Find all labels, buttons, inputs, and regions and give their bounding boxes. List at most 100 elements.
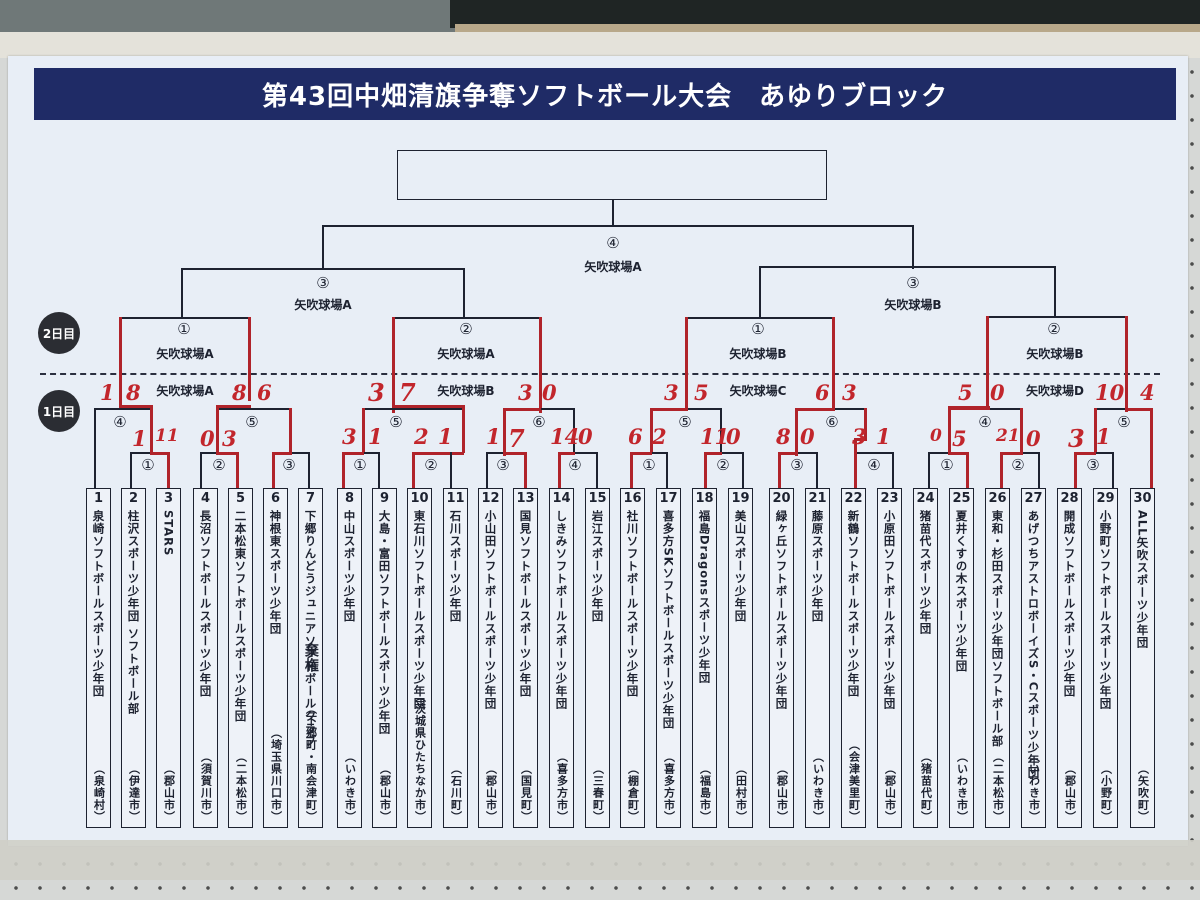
day2-game2-venue: 矢吹球場A bbox=[437, 347, 495, 361]
team-city: （棚倉町） bbox=[626, 763, 640, 823]
score: 6 bbox=[815, 380, 830, 405]
team-city: （福島市） bbox=[698, 763, 712, 823]
game-c5: ⑤ bbox=[678, 413, 692, 431]
team-name: しきみソフトボールスポーツ少年団 bbox=[554, 510, 569, 710]
team-city: （国見町） bbox=[519, 763, 533, 823]
score: 14 bbox=[550, 424, 580, 449]
final-game-number: ④ bbox=[606, 234, 620, 252]
score: 0 bbox=[726, 424, 741, 449]
day2-game4-venue: 矢吹球場B bbox=[1026, 347, 1084, 361]
game-b2: ② bbox=[424, 456, 438, 474]
team-city: （会津美里町） bbox=[847, 739, 861, 823]
score: 1 bbox=[100, 380, 115, 405]
team-city: （いわき市） bbox=[955, 751, 969, 823]
team-city: （郡山市） bbox=[378, 763, 392, 823]
score: 1 bbox=[438, 424, 453, 449]
team-name: 二本松東ソフトボールスポーツ少年団 bbox=[233, 510, 248, 723]
game-c2: ② bbox=[716, 456, 730, 474]
team-name: 国見ソフトボールスポーツ少年団 bbox=[518, 510, 533, 698]
team-number: 29 bbox=[1096, 491, 1115, 506]
team-city: （郡山市） bbox=[484, 763, 498, 823]
team-name: 東石川ソフトボールスポーツ少年団 bbox=[412, 510, 427, 710]
team-number: 4 bbox=[200, 491, 211, 506]
team-card: 14 しきみソフトボールスポーツ少年団 （喜多方市） bbox=[549, 488, 574, 828]
team-name: 中山スポーツ少年団 bbox=[342, 510, 357, 623]
score: 3 bbox=[852, 424, 867, 449]
semi1-venue: 矢吹球場A bbox=[294, 298, 352, 312]
tournament-title: 第43回中畑清旗争奪ソフトボール大会 あゆりブロック bbox=[34, 68, 1176, 120]
score: 2 bbox=[414, 424, 429, 449]
team-city: （伊達市） bbox=[127, 763, 141, 823]
team-city: （石川町） bbox=[449, 763, 463, 823]
team-number: 21 bbox=[808, 491, 827, 506]
team-number: 3 bbox=[163, 491, 174, 506]
team-number: 12 bbox=[481, 491, 500, 506]
team-number: 27 bbox=[1024, 491, 1043, 506]
day1-venue-a: 矢吹球場A bbox=[156, 384, 214, 398]
score: 8 bbox=[232, 380, 247, 405]
team-card: 13 国見ソフトボールスポーツ少年団 （国見町） bbox=[513, 488, 538, 828]
team-city: （田村市） bbox=[734, 763, 748, 823]
team-city: （喜多方市） bbox=[555, 751, 569, 823]
withdrawn-mark: 棄権 bbox=[302, 643, 319, 673]
team-name: 小原田ソフトボールスポーツ少年団 bbox=[882, 510, 897, 710]
game-c6: ⑥ bbox=[825, 413, 839, 431]
team-name: 長沼ソフトボールスポーツ少年団 bbox=[198, 510, 213, 698]
game-a4: ④ bbox=[113, 413, 127, 431]
day2-game1-number: ① bbox=[177, 320, 191, 338]
team-number: 19 bbox=[731, 491, 750, 506]
score: 0 bbox=[542, 380, 557, 405]
final-venue: 矢吹球場A bbox=[584, 260, 642, 274]
team-city: （二本松市） bbox=[234, 751, 248, 823]
team-number: 9 bbox=[379, 491, 390, 506]
day-divider bbox=[40, 373, 1160, 375]
day2-game4-number: ② bbox=[1047, 320, 1061, 338]
team-number: 14 bbox=[552, 491, 571, 506]
game-c4: ④ bbox=[867, 456, 881, 474]
team-number: 16 bbox=[623, 491, 642, 506]
team-city: （いわき市） bbox=[1027, 751, 1041, 823]
team-name: 大島・富田ソフトボールスポーツ少年団 bbox=[377, 510, 392, 735]
team-city: （二本松市） bbox=[991, 751, 1005, 823]
team-number: 23 bbox=[880, 491, 899, 506]
team-name: 夏井くすの木スポーツ少年団 bbox=[954, 510, 969, 673]
day2-game3-number: ① bbox=[751, 320, 765, 338]
day2-game2-number: ② bbox=[459, 320, 473, 338]
score: 1 bbox=[132, 426, 147, 451]
score: 3 bbox=[342, 424, 357, 449]
team-city: （郡山市） bbox=[775, 763, 789, 823]
team-card: 9 大島・富田ソフトボールスポーツ少年団 （郡山市） bbox=[372, 488, 397, 828]
score: 0 bbox=[800, 424, 815, 449]
team-number: 25 bbox=[952, 491, 971, 506]
team-number: 10 bbox=[410, 491, 429, 506]
game-a3: ③ bbox=[282, 456, 296, 474]
game-b4: ④ bbox=[568, 456, 582, 474]
semi2-game-number: ③ bbox=[906, 274, 920, 292]
team-number: 13 bbox=[516, 491, 535, 506]
team-number: 8 bbox=[344, 491, 355, 506]
team-number: 26 bbox=[988, 491, 1007, 506]
team-name: あげつちアストロボーイズS・Cスポーツ少年団 bbox=[1026, 510, 1041, 779]
team-city: （喜多方市） bbox=[662, 751, 676, 823]
team-city: （郡山市） bbox=[162, 763, 176, 823]
team-city: （矢吹町） bbox=[1136, 763, 1150, 823]
team-city: （いわき市） bbox=[811, 751, 825, 823]
day1-badge: 1日目 bbox=[38, 390, 80, 432]
team-city: （三春町） bbox=[591, 763, 605, 823]
team-name: 新鶴ソフトボールスポーツ少年団 bbox=[846, 510, 861, 698]
game-d4: ④ bbox=[978, 413, 992, 431]
